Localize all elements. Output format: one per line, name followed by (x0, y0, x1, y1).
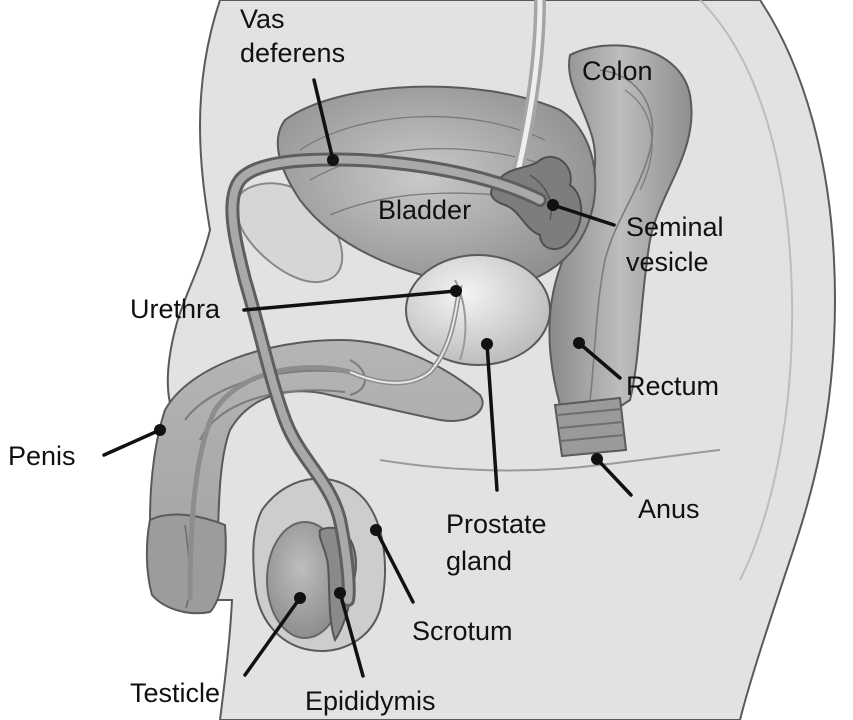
label-rectum: Rectum (626, 371, 719, 401)
label-epididymis: Epididymis (305, 686, 436, 716)
dot-penis (154, 424, 166, 436)
label-scrotum: Scrotum (412, 616, 513, 646)
label-colon: Colon (582, 56, 653, 86)
label-vas-deferens-line2: deferens (240, 38, 345, 68)
prostate-gland (406, 255, 550, 365)
label-seminal-vesicle-line1: Seminal (626, 212, 724, 242)
dot-vas-deferens (327, 154, 339, 166)
rectum-anal-canal (555, 398, 626, 456)
label-anus: Anus (638, 494, 700, 524)
dot-anus (591, 453, 603, 465)
leader-penis (104, 430, 160, 455)
label-bladder: Bladder (378, 195, 471, 225)
label-testicle: Testicle (130, 678, 220, 708)
dot-urethra (450, 285, 462, 297)
label-penis: Penis (8, 441, 76, 471)
label-prostate-gland-line1: Prostate (446, 509, 547, 539)
dot-epididymis (334, 587, 346, 599)
dot-testicle (294, 592, 306, 604)
dot-prostate (481, 338, 493, 350)
label-vas-deferens-line1: Vas (240, 4, 285, 34)
label-prostate-gland-line2: gland (446, 546, 512, 576)
dot-seminal-vesicle (547, 199, 559, 211)
dot-scrotum (370, 524, 382, 536)
dot-rectum (573, 337, 585, 349)
label-seminal-vesicle-line2: vesicle (626, 247, 709, 277)
label-urethra: Urethra (130, 294, 221, 324)
